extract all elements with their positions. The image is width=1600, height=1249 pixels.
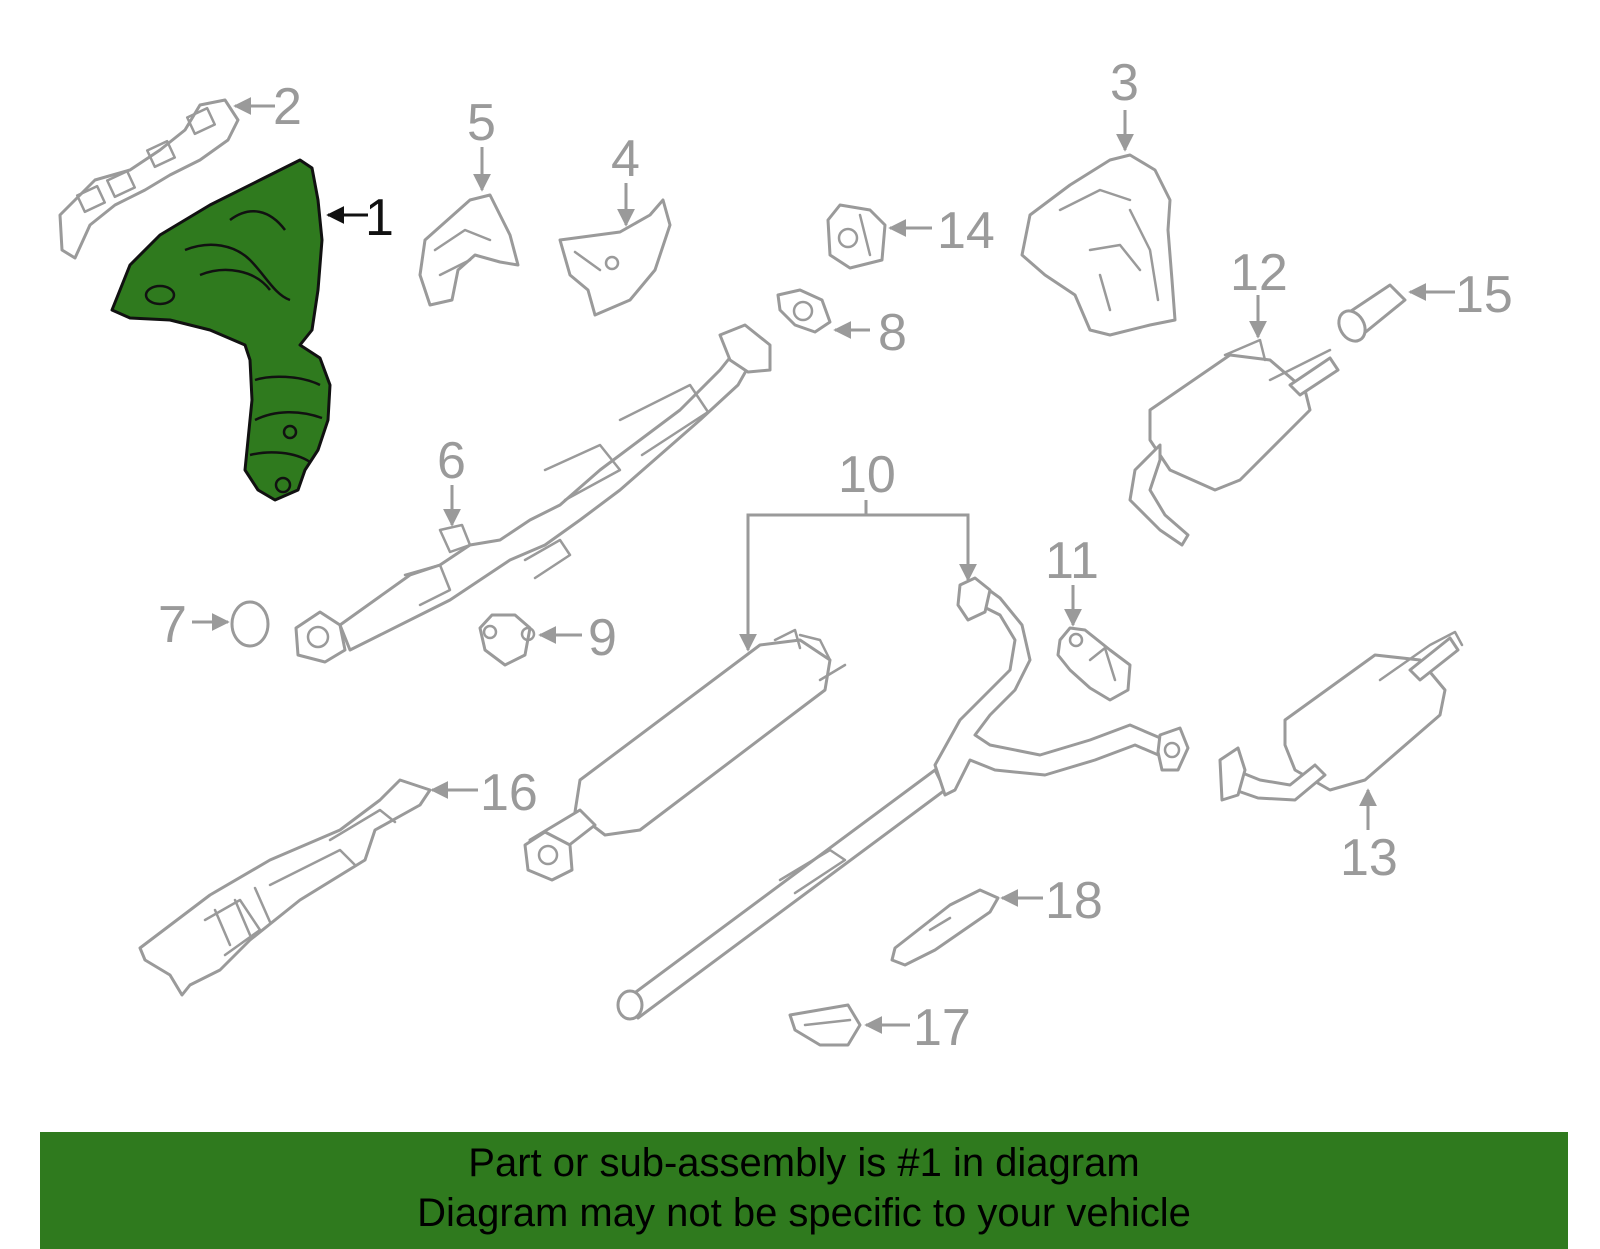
part-6-front-exhaust-pipe[interactable]	[294, 323, 772, 664]
callout-2: 2	[233, 78, 302, 136]
info-banner: Part or sub-assembly is #1 in diagram Di…	[40, 1132, 1568, 1249]
callout-10: 10	[739, 446, 977, 652]
part-18-protector[interactable]	[890, 888, 1000, 967]
part-9-mount-insulator[interactable]	[478, 613, 536, 667]
callout-11: 11	[1045, 532, 1099, 627]
part-3-heat-insulator[interactable]	[1020, 153, 1177, 337]
svg-text:12: 12	[1230, 244, 1288, 302]
part-16-heat-shield[interactable]	[138, 778, 432, 997]
callout-7: 7	[158, 596, 230, 654]
part-2-manifold-gasket[interactable]	[58, 98, 240, 260]
svg-text:9: 9	[588, 609, 617, 667]
svg-text:2: 2	[273, 78, 302, 136]
part-14-hanger[interactable]	[826, 203, 887, 270]
svg-text:10: 10	[838, 446, 896, 504]
svg-text:14: 14	[937, 202, 995, 260]
part-8-gasket[interactable]	[776, 288, 832, 334]
callout-16: 16	[430, 764, 538, 822]
callout-9: 9	[538, 609, 617, 667]
banner-line-2: Diagram may not be specific to your vehi…	[417, 1191, 1191, 1235]
callout-3: 3	[1110, 54, 1139, 152]
part-15-exhaust-tip[interactable]	[1334, 283, 1407, 346]
part-4-heat-shield[interactable]	[558, 198, 672, 317]
callout-13: 13	[1340, 788, 1398, 887]
svg-text:6: 6	[437, 432, 466, 490]
callout-4: 4	[611, 130, 640, 227]
callout-14: 14	[888, 202, 995, 260]
svg-text:18: 18	[1045, 872, 1103, 930]
part-13-rear-muffler[interactable]	[1218, 630, 1464, 802]
svg-text:16: 16	[480, 764, 538, 822]
svg-text:7: 7	[158, 596, 187, 654]
svg-text:11: 11	[1045, 532, 1099, 590]
callout-12: 12	[1230, 244, 1288, 339]
svg-text:17: 17	[913, 999, 971, 1057]
svg-text:3: 3	[1110, 54, 1139, 112]
svg-text:15: 15	[1455, 266, 1513, 324]
callout-17: 17	[864, 999, 971, 1057]
svg-text:5: 5	[467, 94, 496, 152]
callout-5: 5	[467, 94, 496, 192]
callout-18: 18	[1000, 872, 1103, 930]
part-1-exhaust-manifold-converter[interactable]	[110, 158, 332, 502]
svg-text:13: 13	[1340, 829, 1398, 887]
banner-line-1: Part or sub-assembly is #1 in diagram	[468, 1141, 1140, 1185]
svg-text:4: 4	[611, 130, 640, 188]
part-10-center-pipe[interactable]	[523, 576, 1190, 1021]
callout-8: 8	[833, 304, 907, 362]
callout-1: 1	[326, 189, 394, 247]
part-17-protector[interactable]	[788, 1003, 862, 1047]
part-5-heat-shield[interactable]	[418, 193, 520, 307]
part-12-muffler[interactable]	[1128, 338, 1340, 547]
callout-6: 6	[437, 432, 466, 527]
svg-text:1: 1	[365, 189, 394, 247]
callout-15: 15	[1408, 266, 1513, 324]
svg-text:8: 8	[878, 304, 907, 362]
part-7-ring-gasket[interactable]	[230, 600, 270, 648]
part-11-hanger-bracket[interactable]	[1056, 626, 1132, 702]
